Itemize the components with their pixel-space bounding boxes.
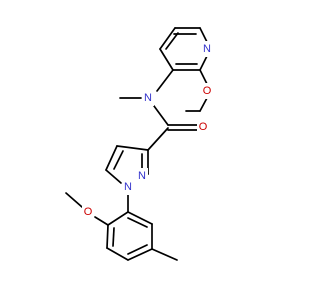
- amide-nitrogen: N: [142, 90, 154, 106]
- carbonyl-oxygen: O: [197, 119, 209, 135]
- bond: [65, 192, 83, 208]
- bond: [159, 48, 174, 71]
- bond: [127, 211, 153, 225]
- chemical-structure-diagram: N O N O N N O: [65, 27, 213, 261]
- molecule-drawing: N O N O N N O: [65, 27, 213, 261]
- bond: [199, 97, 208, 112]
- bond: [156, 69, 174, 92]
- bond: [127, 248, 153, 261]
- bond: [106, 247, 129, 261]
- pyridyl-methoxy-oxygen: O: [201, 83, 213, 99]
- atom-label: N: [124, 181, 132, 193]
- atom-label: O: [199, 121, 208, 133]
- bonds: [65, 27, 208, 261]
- bond: [116, 145, 149, 151]
- bond: [106, 224, 109, 249]
- pyridine-nitrogen: N: [201, 41, 213, 57]
- bond: [127, 217, 148, 228]
- bond: [199, 27, 208, 43]
- atom-label: N: [138, 170, 146, 182]
- bond: [147, 127, 169, 151]
- bond: [153, 105, 169, 126]
- atom-labels: N O N O N N O: [82, 41, 213, 220]
- bond: [105, 145, 118, 171]
- bond: [94, 216, 109, 226]
- bond: [127, 244, 148, 255]
- bond: [151, 248, 178, 261]
- atom-label: O: [203, 85, 212, 97]
- atom-label: N: [203, 43, 211, 55]
- bond: [113, 150, 124, 170]
- atom-label: N: [144, 92, 152, 104]
- pyrazole-n2: N: [136, 168, 148, 184]
- bond: [165, 32, 179, 50]
- bond: [199, 55, 208, 71]
- bond: [159, 27, 176, 50]
- aryl-methoxy-oxygen: O: [82, 204, 94, 220]
- bond: [199, 69, 208, 85]
- pyrazole-n1: N: [122, 179, 134, 195]
- atom-label: O: [84, 206, 93, 218]
- bond: [107, 211, 129, 226]
- bond: [112, 227, 115, 247]
- bond: [105, 169, 122, 184]
